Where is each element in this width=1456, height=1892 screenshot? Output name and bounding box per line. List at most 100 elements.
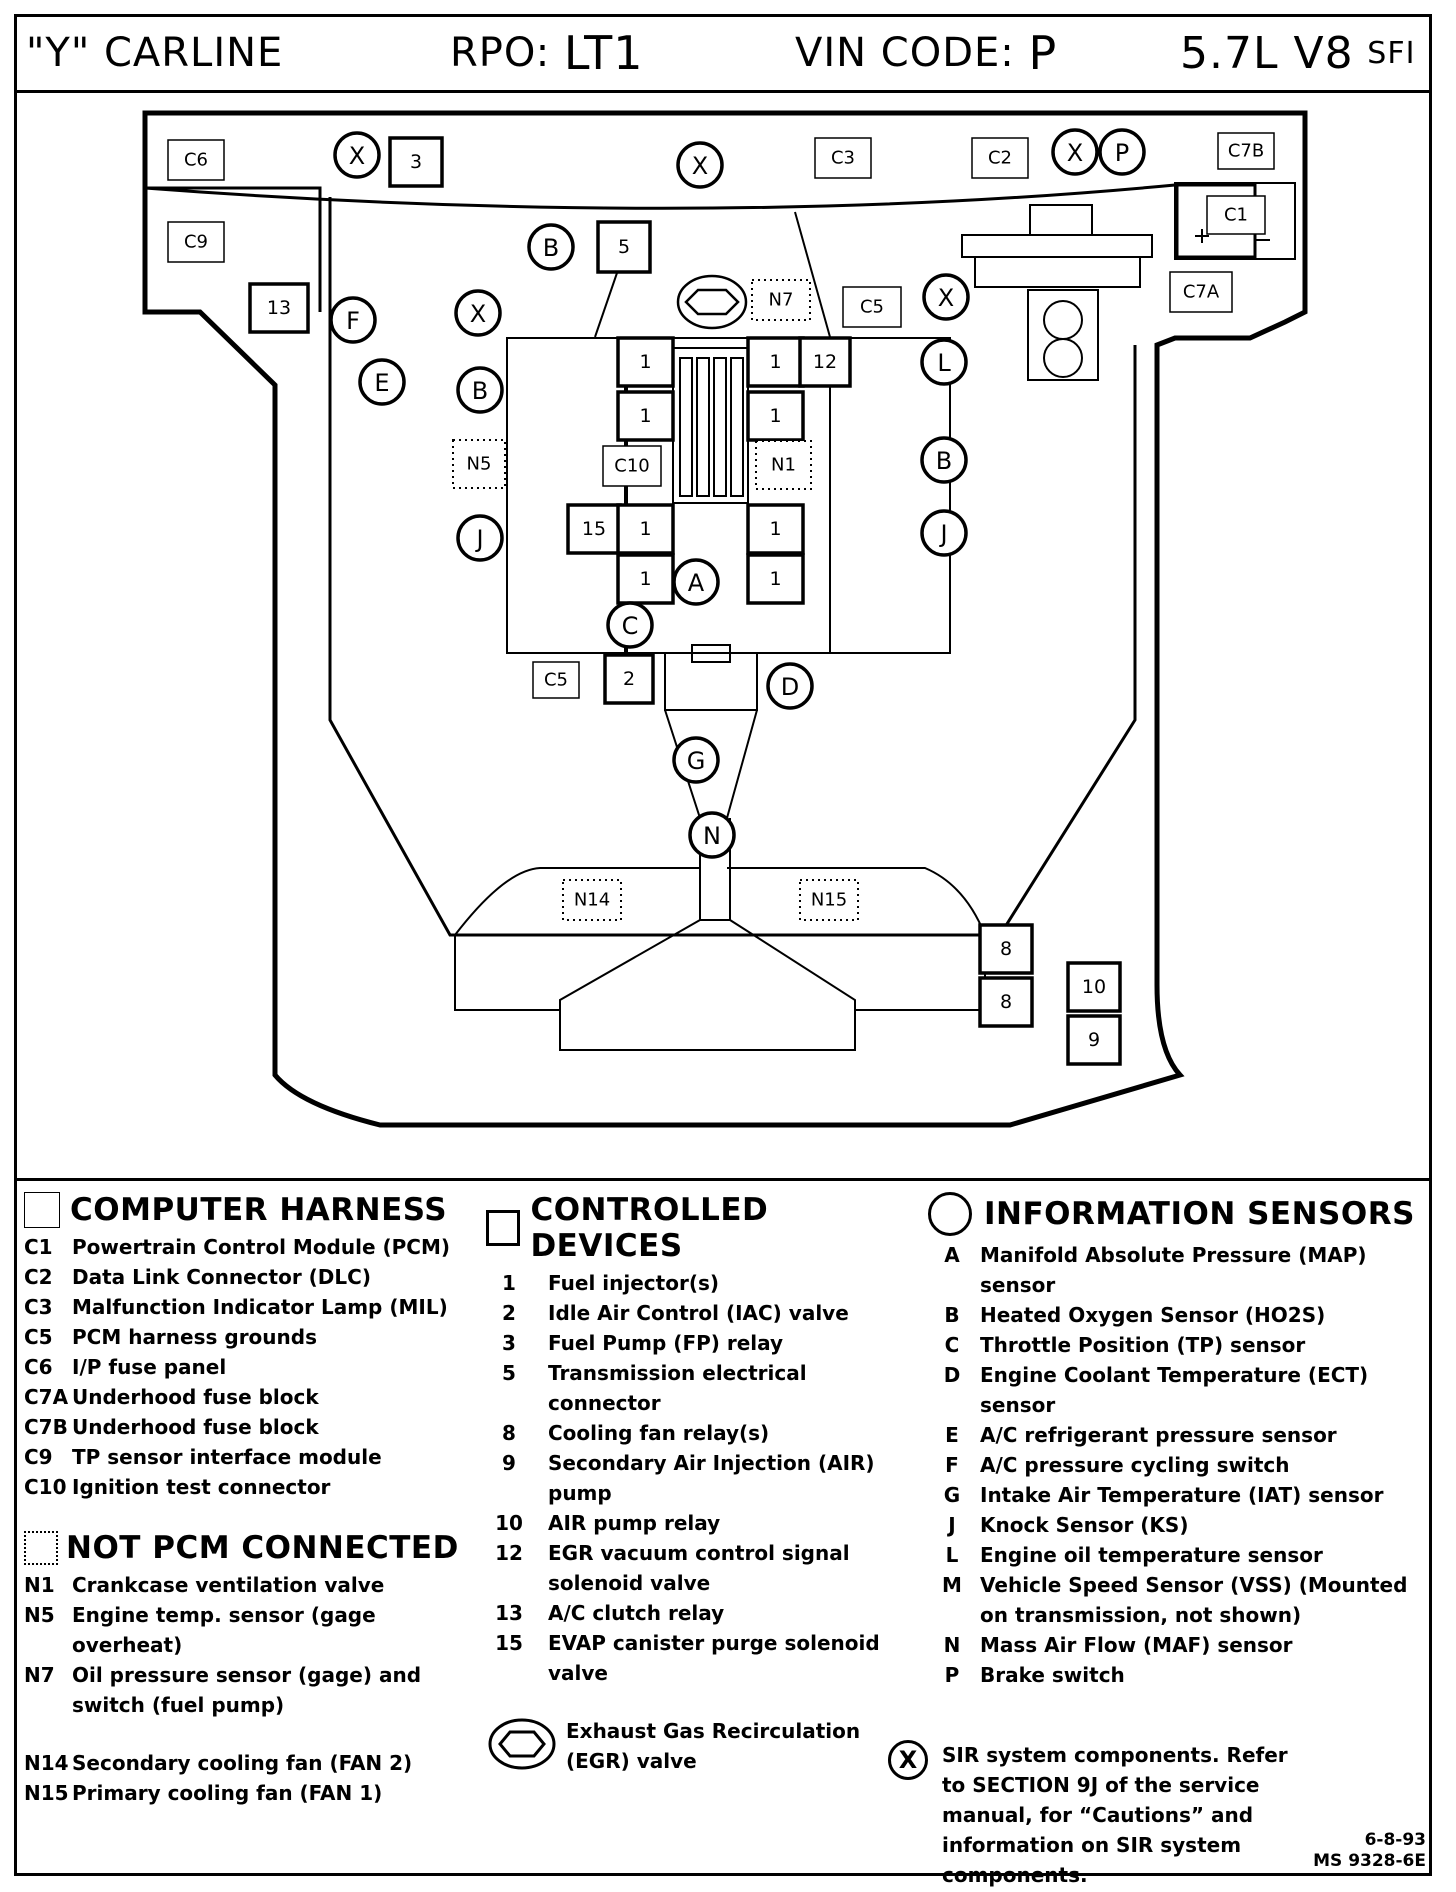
- harness-label-c5a: C5: [860, 297, 884, 318]
- device-label-d8a: 8: [1000, 938, 1012, 960]
- harness-box-c9: [167, 221, 225, 263]
- sir-x-icon: X: [888, 1740, 928, 1780]
- harness-box-c7b: [1217, 132, 1275, 170]
- sensor-circle-n: [688, 811, 736, 859]
- sensor-circle-p: [1098, 128, 1146, 176]
- not-pcm-item-row: N5 Engine temp. sensor (gage overheat): [24, 1600, 474, 1660]
- device-item-desc: Fuel injector(s): [548, 1271, 720, 1295]
- device-item-desc: Secondary Air Injection (AIR) pump: [548, 1451, 875, 1505]
- harness-square-icon: [24, 1192, 60, 1228]
- device-box-d1c: [746, 336, 805, 388]
- sensor-circle-f: [329, 296, 377, 344]
- engine-suffix: SFI: [1367, 35, 1416, 71]
- device-item-code: 8: [502, 1421, 516, 1445]
- device-label-d9: 9: [1088, 1029, 1100, 1051]
- sensor-label-x2: X: [692, 152, 708, 180]
- device-box-d2: [603, 653, 655, 705]
- body-outline: [142, 110, 1308, 1128]
- radiator-outline: [454, 935, 986, 1051]
- device-label-d2: 2: [623, 668, 635, 690]
- egr-hexagon: [684, 288, 740, 316]
- sensor-item-desc: Knock Sensor (KS): [980, 1513, 1189, 1537]
- device-box-d8b: [978, 976, 1034, 1028]
- device-box-d9: [1066, 1014, 1122, 1066]
- footer-code: MS 9328-6E: [1313, 1851, 1426, 1871]
- sensor-label-f: F: [346, 307, 360, 335]
- device-item-code: 5: [502, 1361, 516, 1385]
- egr-legend-text: Exhaust Gas Recirculation (EGR) valve: [566, 1719, 861, 1773]
- device-item-desc: Cooling fan relay(s): [548, 1421, 770, 1445]
- duct-neck: [699, 818, 731, 921]
- device-box-d1b: [616, 390, 675, 442]
- sensor-label-c: C: [622, 612, 639, 640]
- harness-item-desc: PCM harness grounds: [72, 1325, 317, 1349]
- harness-box-c2: [971, 137, 1029, 179]
- sensor-item-desc: Engine oil temperature sensor: [980, 1543, 1323, 1567]
- sensor-circle-b2: [456, 366, 504, 414]
- device-item-desc: AIR pump relay: [548, 1511, 721, 1535]
- harness-box-c5b: [532, 661, 580, 699]
- booster-plate: [961, 234, 1153, 258]
- not-pcm-item-desc: Engine temp. sensor (gage overheat): [72, 1603, 376, 1657]
- harness-box-c5a: [842, 286, 902, 328]
- sensor-item-code: J: [948, 1513, 956, 1537]
- sensor-item-desc: Brake switch: [980, 1663, 1125, 1687]
- fan-item-desc: Secondary cooling fan (FAN 2): [72, 1751, 413, 1775]
- rpo-value: LT1: [563, 26, 644, 80]
- sensor-circle-l: [920, 338, 968, 386]
- sensor-label-l: L: [937, 349, 951, 377]
- sensor-label-j2: J: [938, 520, 947, 548]
- sensor-circle-x2: [676, 141, 724, 189]
- device-label-d8b: 8: [1000, 991, 1012, 1013]
- harness-item-row: C5 PCM harness grounds: [24, 1322, 474, 1352]
- sensor-item-code: E: [945, 1423, 959, 1447]
- intake-runners: [679, 357, 744, 497]
- sensor-item-desc: A/C pressure cycling switch: [980, 1453, 1290, 1477]
- not-connected-label-n1: N1: [771, 455, 796, 476]
- harness-item-code: C5: [24, 1325, 53, 1349]
- sensor-item-code: F: [945, 1453, 959, 1477]
- legend-sensors-title: INFORMATION SENSORS: [928, 1192, 1423, 1236]
- sensor-item-desc: Intake Air Temperature (IAT) sensor: [980, 1483, 1384, 1507]
- device-box-d1h: [746, 553, 805, 605]
- sensor-label-n: N: [703, 822, 721, 850]
- not-connected-box-n7: [751, 279, 811, 321]
- harness-item-desc: Malfunction Indicator Lamp (MIL): [72, 1295, 448, 1319]
- harness-item-desc: I/P fuse panel: [72, 1355, 227, 1379]
- device-label-d1c: 1: [769, 351, 781, 373]
- header-carline: "Y" CARLINE: [26, 14, 283, 92]
- header-engine: 5.7L V8 SFI: [1180, 14, 1415, 92]
- dotted-square-icon: [24, 1531, 58, 1565]
- sensor-item-code: M: [942, 1573, 962, 1597]
- sensor-label-g: G: [687, 747, 706, 775]
- sensor-circle-j1: [456, 514, 504, 562]
- sensor-circle-b1: [527, 223, 575, 271]
- sensor-circle-e: [358, 358, 406, 406]
- sensor-item-code: L: [945, 1543, 959, 1567]
- harness-box-c10: [602, 445, 662, 487]
- not-pcm-item-code: N5: [24, 1603, 55, 1627]
- harness-label-c1: C1: [1224, 205, 1248, 226]
- harness-item-desc: Ignition test connector: [72, 1475, 331, 1499]
- device-item-code: 2: [502, 1301, 516, 1325]
- egr-legend: Exhaust Gas Recirculation (EGR) valve: [486, 1716, 911, 1776]
- device-item-code: 15: [495, 1631, 523, 1655]
- sensor-item-code: A: [944, 1243, 960, 1267]
- device-label-d1f: 1: [639, 568, 651, 590]
- vin-value: P: [1028, 26, 1058, 80]
- intake-left: [594, 269, 619, 338]
